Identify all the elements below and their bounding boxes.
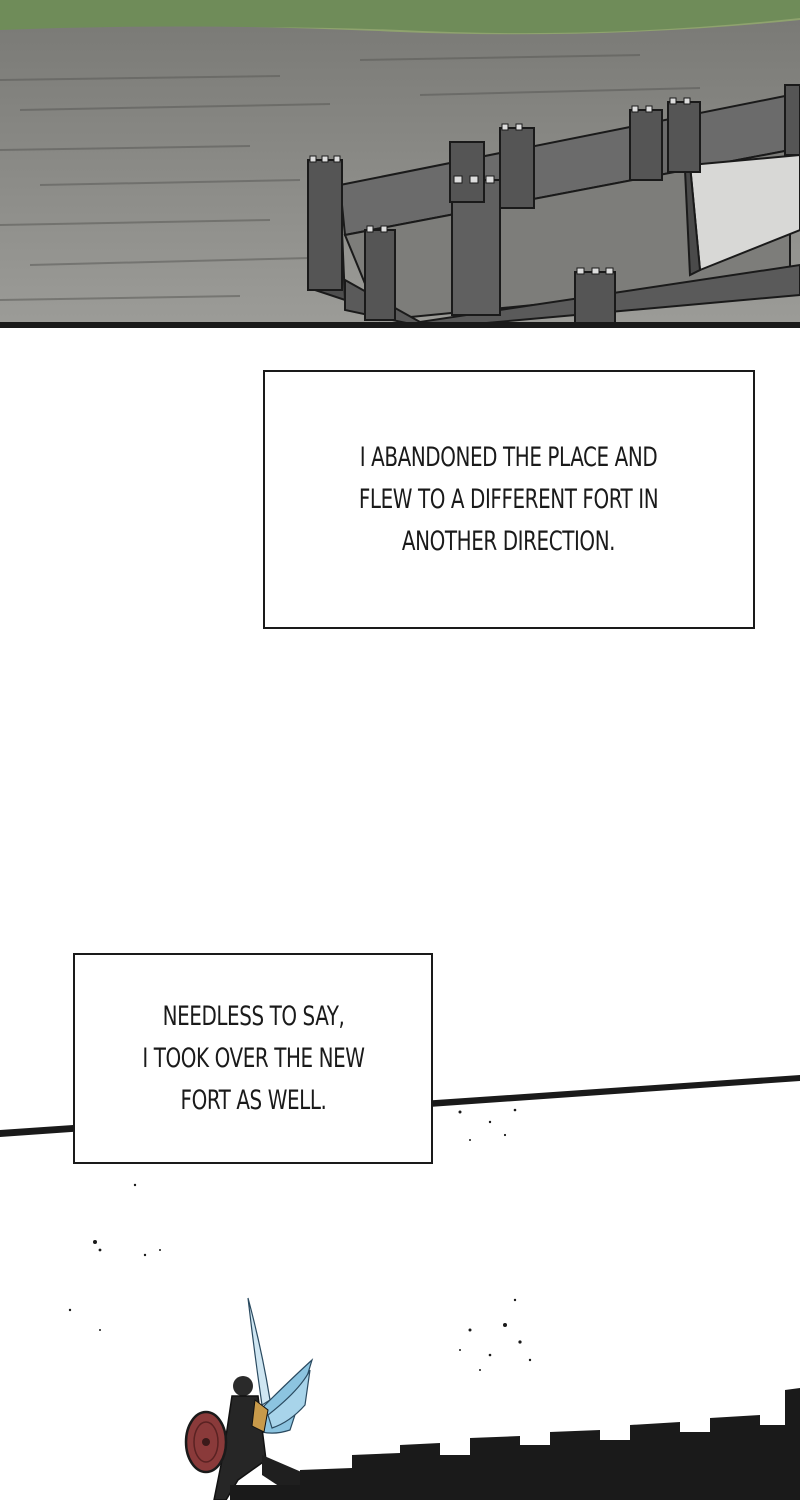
caption-line: I ABANDONED THE PLACE AND: [360, 441, 658, 473]
panel-border: [0, 322, 800, 328]
narration-caption-text: NEEDLESS TO SAY, I TOOK OVER THE NEW FOR…: [141, 996, 365, 1122]
fortress-illustration-panel: [0, 0, 800, 328]
narration-caption-box: I ABANDONED THE PLACE AND FLEW TO A DIFF…: [263, 370, 755, 629]
foliage-shadow: [0, 0, 800, 38]
narration-caption-box: NEEDLESS TO SAY, I TOOK OVER THE NEW FOR…: [73, 953, 433, 1164]
caption-line: ANOTHER DIRECTION.: [402, 525, 616, 557]
fortress-illustration: [0, 0, 800, 328]
fortress: [307, 84, 800, 328]
shield-icon: [184, 1410, 228, 1474]
speed-lines: [0, 54, 701, 301]
rampart-silhouette: [230, 1388, 800, 1500]
ink-speckles: [68, 1108, 532, 1371]
caption-line: NEEDLESS TO SAY,: [162, 1000, 344, 1032]
battlements: [309, 97, 691, 275]
caption-line: FLEW TO A DIFFERENT FORT IN: [359, 483, 659, 515]
wings: [247, 1297, 314, 1434]
narration-caption-text: I ABANDONED THE PLACE AND FLEW TO A DIFF…: [359, 437, 659, 563]
caption-line: FORT AS WELL.: [180, 1084, 326, 1116]
caption-line: I TOOK OVER THE NEW: [141, 1042, 365, 1074]
